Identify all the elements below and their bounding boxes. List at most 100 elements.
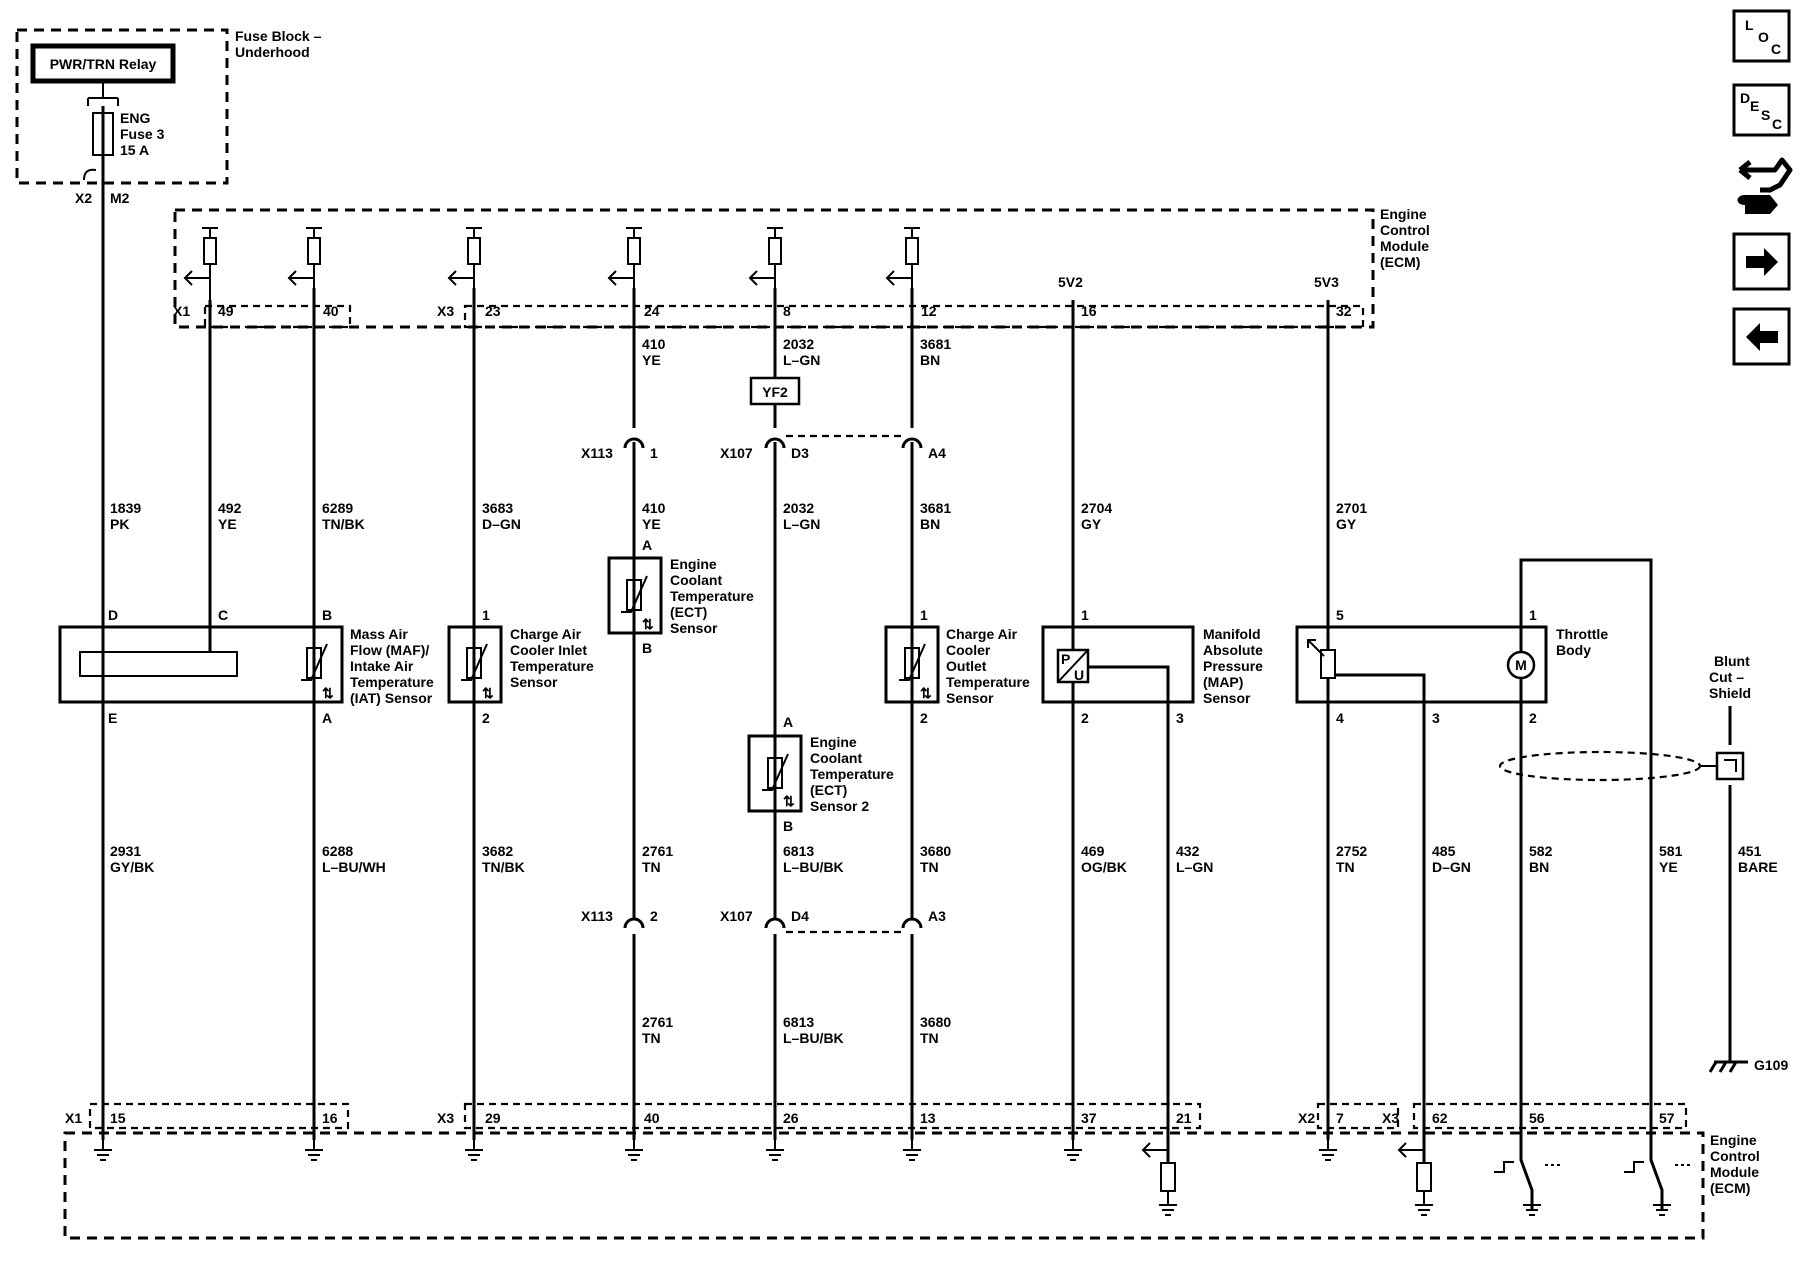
ect2-label-2: Coolant bbox=[810, 750, 862, 766]
ecm-bottom-pin-37: 37 bbox=[1081, 1110, 1097, 1126]
ground-icon bbox=[1064, 1140, 1082, 1161]
ecm-input-pullup-icon bbox=[447, 227, 482, 300]
ecm-top-pin-8: 8 bbox=[783, 303, 791, 319]
ecm-bottom-title-3: Module bbox=[1710, 1164, 1759, 1180]
ecm-bottom-pin-26: 26 bbox=[783, 1110, 799, 1126]
wire-label-432-color: L–GN bbox=[1176, 859, 1213, 875]
desc-letter-c: C bbox=[1772, 116, 1782, 132]
maf-element bbox=[79, 651, 238, 677]
ecm-top-conn-x1: X1 bbox=[173, 303, 190, 319]
ecm-top-title-3: Module bbox=[1380, 238, 1429, 254]
wire-label-2931-num: 2931 bbox=[110, 843, 141, 859]
ground-icon bbox=[1159, 1191, 1177, 1216]
throttle-label-1: Throttle bbox=[1556, 626, 1608, 642]
ground-icon bbox=[305, 1140, 323, 1161]
relay-label: PWR/TRN Relay bbox=[50, 56, 157, 72]
wire-label-3681b-color: BN bbox=[920, 516, 940, 532]
x113-pin2-symbol bbox=[623, 917, 645, 929]
ect-label-3: Temperature bbox=[670, 588, 754, 604]
maf-iat-sensor: ⇅ D C B E A Mass Air Flow (MAF)/ Intake … bbox=[58, 607, 434, 726]
previous-page-button[interactable] bbox=[1732, 307, 1791, 366]
ecm-top-pin-49: 49 bbox=[218, 303, 234, 319]
wire-label-2701-color: GY bbox=[1336, 516, 1357, 532]
cac-outlet-pin-1: 1 bbox=[920, 607, 928, 623]
wire-label-2032b-num: 2032 bbox=[783, 500, 814, 516]
wire-582-581 bbox=[1519, 558, 1653, 1140]
ect-thermistor-icon bbox=[626, 579, 642, 611]
inline-connectors: YF2 X113 1 X107 D3 A4 X113 2 X107 D4 A3 bbox=[581, 376, 946, 934]
cac-inlet-sensor: ⇅ 1 2 Charge Air Cooler Inlet Temperatur… bbox=[447, 607, 594, 726]
ecm-bottom: Engine Control Module (ECM) X1 X3 X2 X3 … bbox=[63, 1102, 1760, 1240]
shield-label-3: Shield bbox=[1709, 685, 1751, 701]
ecm-bottom-conn-x3: X3 bbox=[437, 1110, 454, 1126]
throttle-motor-icon bbox=[1506, 650, 1536, 680]
wire-label-469-num: 469 bbox=[1081, 843, 1105, 859]
ecm-bottom-outline bbox=[63, 1131, 1705, 1240]
g109-ground-icon bbox=[1708, 1060, 1748, 1073]
ect2-label-1: Engine bbox=[810, 734, 857, 750]
wire-label-485-color: D–GN bbox=[1432, 859, 1471, 875]
desc-letter-d: D bbox=[1740, 90, 1750, 106]
fuse-pin-m2: M2 bbox=[110, 190, 130, 206]
fuse-label-2: Fuse 3 bbox=[120, 126, 165, 142]
desc-letter-s: S bbox=[1761, 107, 1770, 123]
x107-a4-label: A4 bbox=[928, 445, 946, 461]
motor-driver-1-switch bbox=[1519, 1140, 1534, 1210]
ect2-pin-b: B bbox=[783, 818, 793, 834]
ground-icon bbox=[1415, 1191, 1433, 1216]
motor-driver-1-pulse-icon bbox=[1494, 1161, 1514, 1173]
wire-label-582-num: 582 bbox=[1529, 843, 1553, 859]
wire-label-6288-color: L–BU/WH bbox=[322, 859, 386, 875]
wire-label-492-num: 492 bbox=[218, 500, 242, 516]
next-page-button[interactable] bbox=[1732, 232, 1791, 291]
cac-inlet-label-2: Cooler Inlet bbox=[510, 642, 587, 658]
cac-inlet-arrows-icon: ⇅ bbox=[482, 685, 494, 701]
repair-procedures-button[interactable] bbox=[1737, 157, 1793, 214]
ground-icon bbox=[766, 1140, 784, 1161]
throttle-motor-symbol: M bbox=[1515, 657, 1527, 673]
map-symbol-p: P bbox=[1061, 651, 1070, 667]
map-label-4: (MAP) bbox=[1203, 674, 1243, 690]
ecm-top-conn-x1-outline bbox=[203, 304, 352, 329]
ecm-bottom-pin-7: 7 bbox=[1336, 1110, 1344, 1126]
iat-thermistor-slash bbox=[301, 643, 328, 681]
ecm-top-inputs bbox=[183, 227, 920, 300]
cac-outlet-sensor: ⇅ 1 2 Charge Air Cooler Outlet Temperatu… bbox=[884, 607, 1030, 726]
fuse-block-outline bbox=[15, 28, 229, 185]
loc-button-frame bbox=[1732, 9, 1791, 63]
cac-outlet-arrows-icon: ⇅ bbox=[920, 685, 932, 701]
map-label-2: Absolute bbox=[1203, 642, 1263, 658]
ect2-arrows-icon: ⇅ bbox=[783, 793, 795, 809]
ecm-top-conn-x3: X3 bbox=[437, 303, 454, 319]
ecm-bottom-title-2: Control bbox=[1710, 1148, 1760, 1164]
loc-letter-c: C bbox=[1771, 41, 1781, 57]
loc-button[interactable]: L O C bbox=[1732, 9, 1791, 63]
iat-temp-arrows-icon: ⇅ bbox=[322, 685, 334, 701]
ground-icon bbox=[903, 1140, 921, 1161]
wire-label-2931-color: GY/BK bbox=[110, 859, 154, 875]
relay-contact bbox=[87, 81, 119, 106]
wire-label-2032-color: L–GN bbox=[783, 352, 820, 368]
g109-label: G109 bbox=[1754, 1057, 1788, 1073]
wire-label-581-num: 581 bbox=[1659, 843, 1683, 859]
wire-label-3680-color: TN bbox=[920, 859, 939, 875]
shield-label-1: Blunt bbox=[1714, 653, 1750, 669]
x113-upper-label: X113 bbox=[581, 445, 613, 461]
wire-label-410b-num: 410 bbox=[642, 500, 666, 516]
ecm-bottom-conn-x2: X2 bbox=[1298, 1110, 1315, 1126]
wire-label-6813b-num: 6813 bbox=[783, 1014, 814, 1030]
wire-labels-lower: 2931 GY/BK 6288 L–BU/WH 3682 TN/BK 2761 … bbox=[110, 843, 1778, 875]
ecm-bottom-conn-x1-outline bbox=[88, 1102, 350, 1130]
wire-label-492-color: YE bbox=[218, 516, 237, 532]
ecm-input-pullup-icon bbox=[287, 227, 322, 300]
ecm-bottom-conn-x3b: X3 bbox=[1382, 1110, 1399, 1126]
wire-label-6289-num: 6289 bbox=[322, 500, 353, 516]
arrow-right-icon bbox=[1746, 248, 1778, 276]
map-pin-2: 2 bbox=[1081, 710, 1089, 726]
wire-label-2032-num: 2032 bbox=[783, 336, 814, 352]
desc-button[interactable]: D E S C bbox=[1732, 83, 1791, 137]
ecm-bottom-conn-x3-outline bbox=[463, 1102, 1202, 1130]
ect-label-1: Engine bbox=[670, 556, 717, 572]
wire-label-3682-num: 3682 bbox=[482, 843, 513, 859]
ecm-bottom-grounds bbox=[94, 1140, 1671, 1216]
